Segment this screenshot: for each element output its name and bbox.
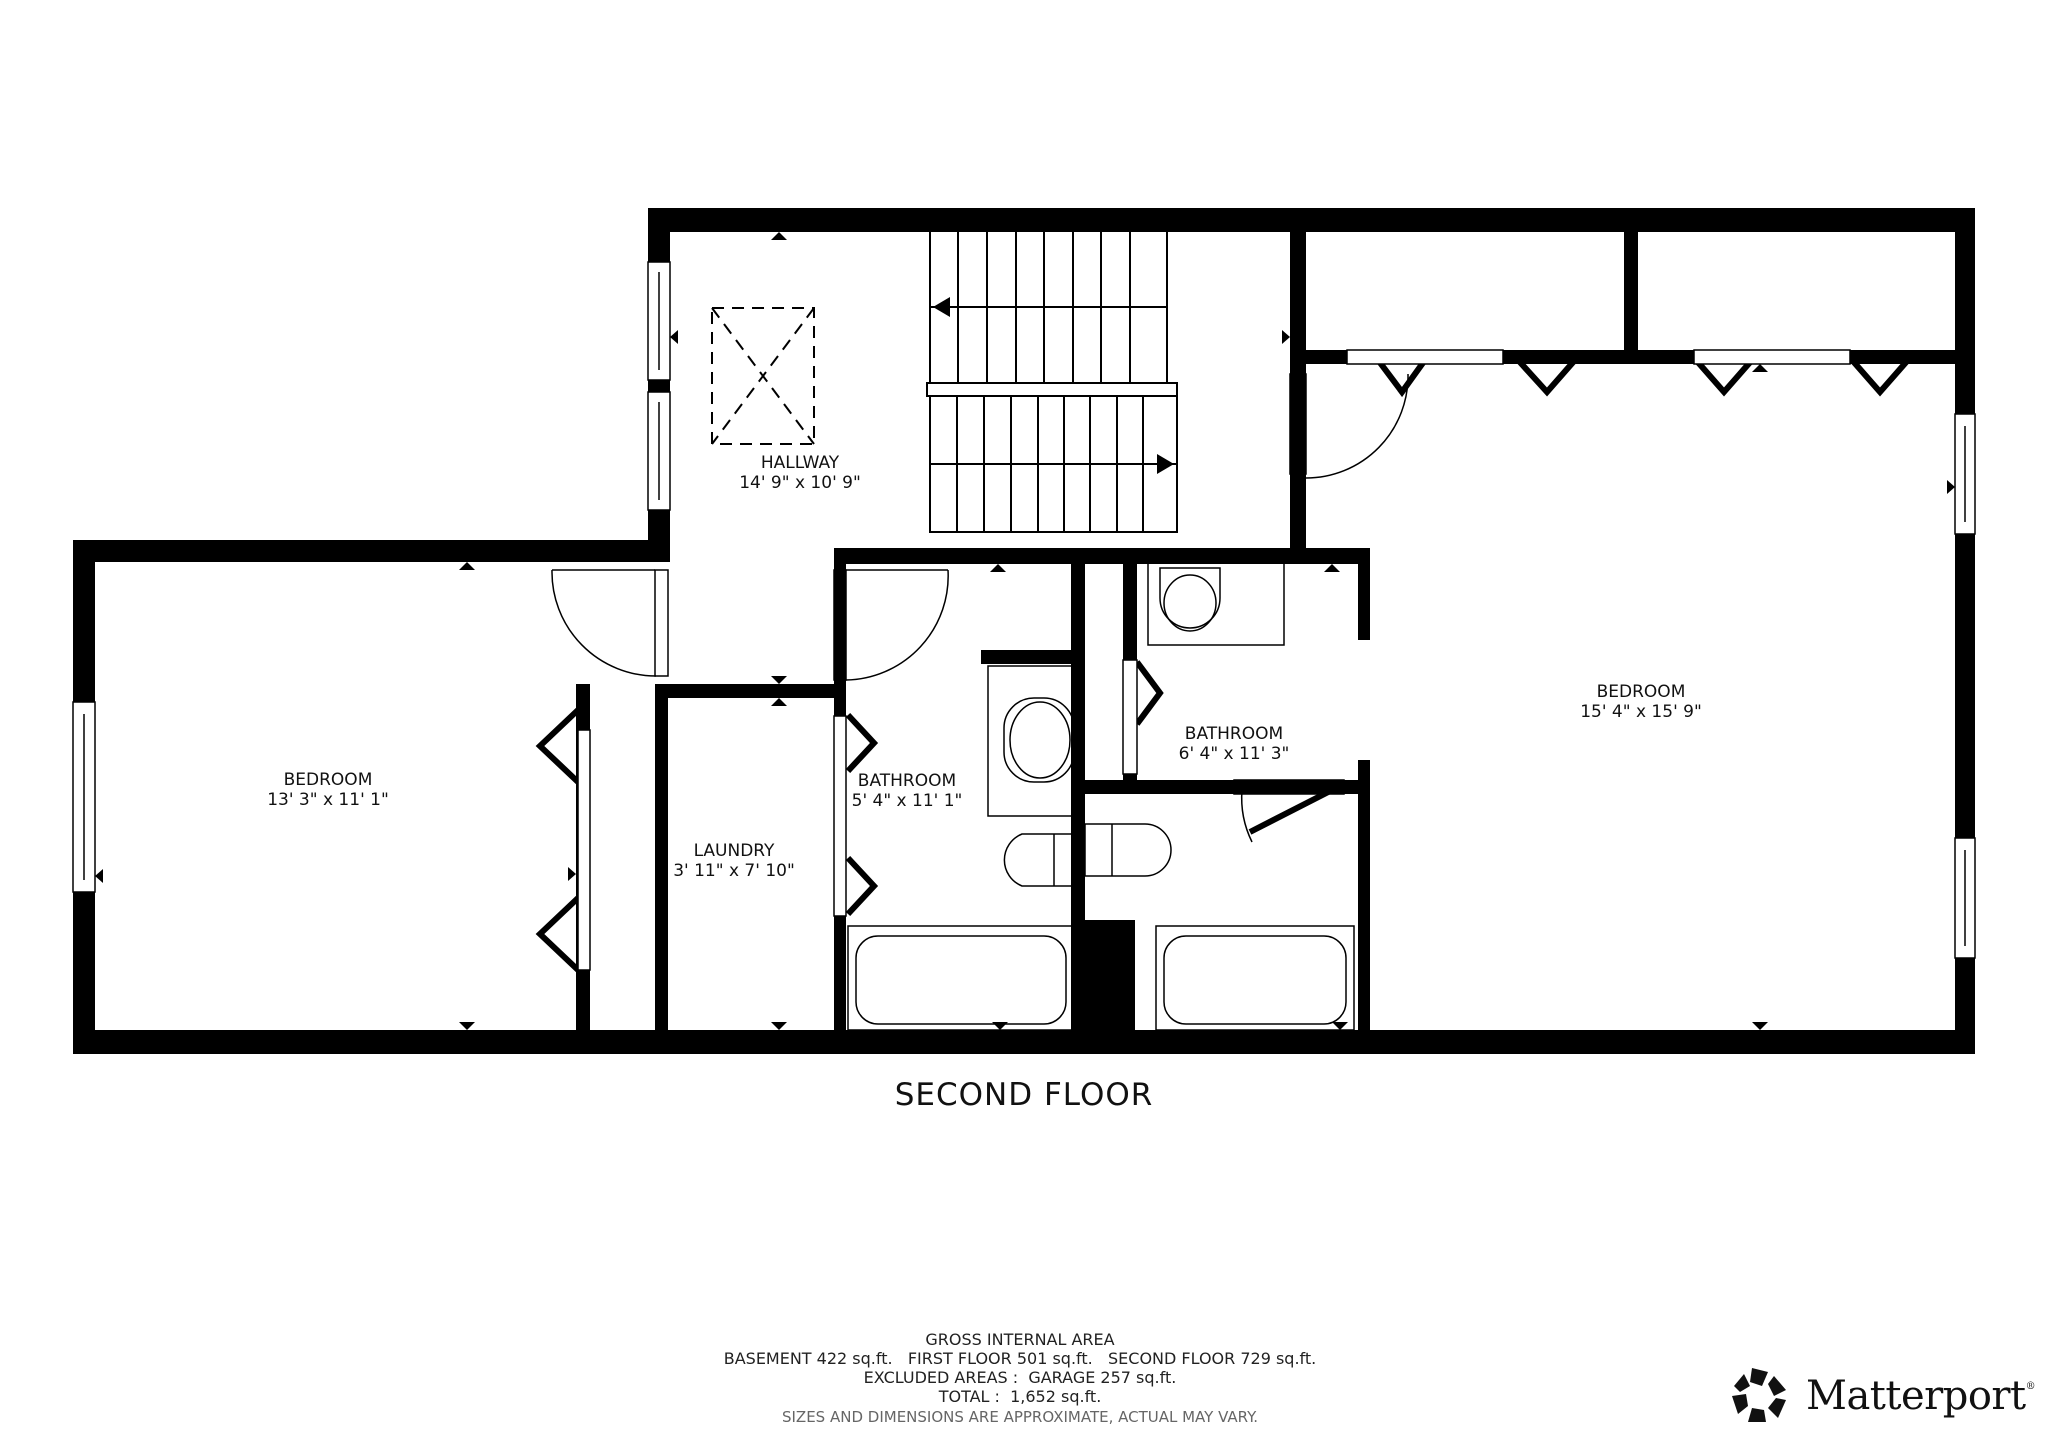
fixtures [847,562,1355,1031]
room-labels: HALLWAY 14' 9" x 10' 9" BEDROOM 13' 3" x… [267,453,1702,881]
doors [551,373,1409,843]
area-heading: GROSS INTERNAL AREA [925,1330,1115,1349]
area-summary: GROSS INTERNAL AREA BASEMENT 422 sq.ft. … [620,1330,1420,1427]
stairs [926,229,1178,533]
windows [72,261,1976,959]
matterport-logo: Matterport® [1728,1364,2036,1428]
walls [73,208,1975,1054]
matterport-wordmark: Matterport® [1806,1373,2036,1419]
area-total-line: TOTAL : 1,652 sq.ft. [938,1387,1102,1406]
stair-arrows [933,297,1174,474]
wall-markers [95,232,1955,1030]
floor-title: SECOND FLOOR [894,1077,1154,1113]
room-dims-bedroom-right: 15' 4" x 15' 9" [1580,702,1702,722]
registered-mark: ® [2025,1381,2036,1392]
room-dims-bedroom-left: 13' 3" x 11' 1" [267,790,389,810]
disclaimer: SIZES AND DIMENSIONS ARE APPROXIMATE, AC… [781,1408,1258,1426]
room-dims-bathroom-1: 5' 4" x 11' 1" [852,791,963,811]
brand-name: Matterport [1806,1373,2026,1419]
room-name-bathroom-1: BATHROOM [858,771,956,791]
room-dims-laundry: 3' 11" x 7' 10" [673,861,795,881]
room-name-bedroom-left: BEDROOM [284,770,373,790]
room-dims-hallway: 14' 9" x 10' 9" [739,473,861,493]
matterport-mark-icon [1732,1368,1786,1422]
room-name-hallway: HALLWAY [761,453,840,473]
room-name-laundry: LAUNDRY [694,841,775,861]
room-name-bathroom-2: BATHROOM [1185,724,1283,744]
room-name-bedroom-right: BEDROOM [1597,682,1686,702]
area-excluded-line: EXCLUDED AREAS : GARAGE 257 sq.ft. [863,1368,1177,1387]
closet-door-tracks [577,349,1851,971]
skylight [711,307,815,445]
area-floors-line: BASEMENT 422 sq.ft. FIRST FLOOR 501 sq.f… [723,1349,1317,1368]
closet-doors [535,357,1911,973]
room-dims-bathroom-2: 6' 4" x 11' 3" [1179,744,1290,764]
